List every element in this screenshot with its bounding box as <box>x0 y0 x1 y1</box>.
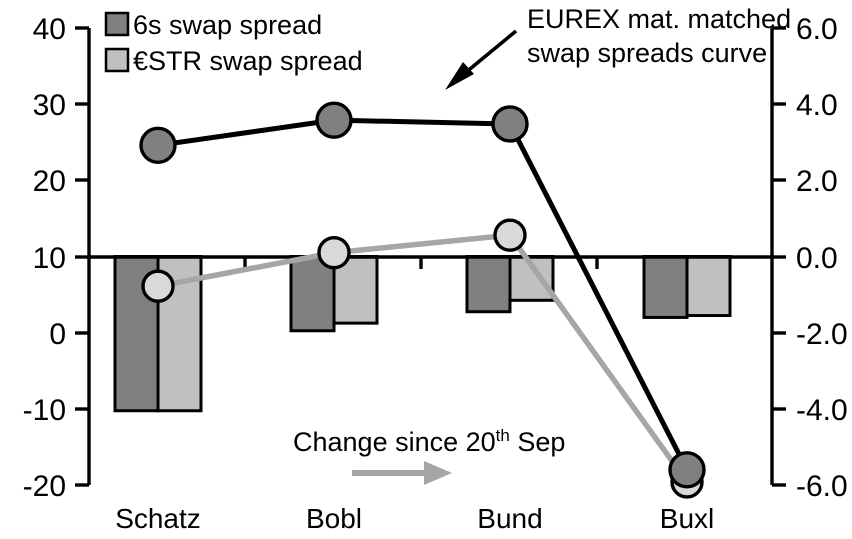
black-line-marker-buxl <box>668 451 706 489</box>
bar-bund-dark <box>465 255 512 314</box>
category-label-bobl: Bobl <box>306 503 362 534</box>
gray-line-marker-bobl <box>317 235 351 270</box>
right-axis: 6.0 4.0 2.0 0.0 -2.0 -4.0 -6.0 <box>770 13 848 503</box>
change-since-text: Change since 20th Sep <box>293 426 565 457</box>
change-since-annotation: Change since 20th Sep <box>293 426 565 485</box>
black-line-series <box>139 101 706 489</box>
left-tick-label-0: 0 <box>49 318 66 351</box>
bar-bobl-dark <box>289 255 336 333</box>
black-line-polyline <box>157 117 690 471</box>
right-tick-label-4: 4.0 <box>796 89 838 122</box>
gray-line-marker-bund <box>493 218 527 252</box>
left-tick-label-neg10: -10 <box>23 394 66 427</box>
legend-swatch-6s-swap-spread <box>104 11 130 37</box>
change-since-arrow-head <box>424 461 452 485</box>
eurex-annotation-arrow-head <box>445 62 474 90</box>
right-tick-label-0: 0.0 <box>796 242 838 275</box>
eurex-annotation-line2: swap spreads curve <box>527 38 767 68</box>
left-tick-label-20: 20 <box>33 165 66 198</box>
eurex-curve-annotation: EUREX mat. matched swap spreads curve <box>445 4 791 90</box>
black-line-marker-bobl <box>315 101 353 139</box>
gray-line-polyline <box>157 232 690 484</box>
black-line-marker-bund <box>491 105 529 143</box>
change-since-text-before: Change since 20 <box>293 427 496 457</box>
left-tick-label-10: 10 <box>33 242 66 275</box>
category-label-bund: Bund <box>477 503 542 534</box>
right-tick-label-neg4: -4.0 <box>796 394 848 427</box>
eurex-annotation-line1: EUREX mat. matched <box>527 4 791 34</box>
change-since-text-after: Sep <box>510 427 566 457</box>
right-tick-label-6: 6.0 <box>796 13 838 46</box>
legend-label-estr-swap-spread: €STR swap spread <box>133 46 363 76</box>
right-tick-label-neg2: -2.0 <box>796 318 848 351</box>
left-axis: 40 30 20 10 0 -10 -20 <box>23 13 91 503</box>
category-label-buxl: Buxl <box>660 503 714 534</box>
legend-label-6s-swap-spread: 6s swap spread <box>133 10 322 40</box>
right-tick-label-2: 2.0 <box>796 165 838 198</box>
legend-swatch-estr-swap-spread <box>104 47 130 73</box>
category-label-schatz: Schatz <box>115 503 201 534</box>
left-tick-label-30: 30 <box>33 89 66 122</box>
bar-buxl-light <box>685 255 732 318</box>
bar-buxl-dark <box>642 255 689 319</box>
gray-line-marker-schatz <box>141 269 175 303</box>
category-labels: Schatz Bobl Bund Buxl <box>115 503 714 534</box>
left-tick-label-neg20: -20 <box>23 470 66 503</box>
change-since-superscript: th <box>496 426 510 445</box>
right-tick-label-neg6: -6.0 <box>796 470 848 503</box>
black-line-marker-schatz <box>139 126 177 164</box>
left-tick-label-40: 40 <box>33 13 66 46</box>
legend: 6s swap spread €STR swap spread <box>104 10 363 76</box>
